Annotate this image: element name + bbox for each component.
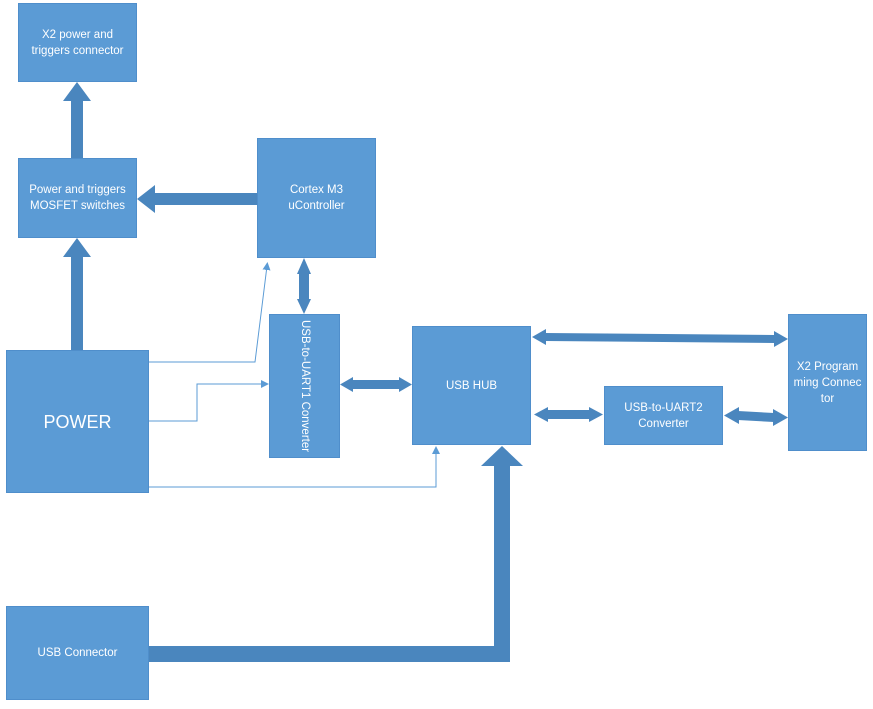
mosfet-switches-label: Power and triggers MOSFET switches [29,184,126,212]
usb-to-uart1-converter-label: USB-to-UART1 Converter [299,319,311,453]
x2-power-triggers-connector-label: X2 power and triggers connector [31,28,124,57]
usb-connector-block: USB Connector [6,606,149,700]
power-label: POWER [43,411,112,432]
x2-programming-connector-label: X2 Programming Connector [793,360,862,405]
cortex-m3-ucontroller-block: Cortex M3 uController [257,138,376,258]
usb-to-uart2-converter-block: USB-to-UART2 Converter [604,386,723,445]
arrow-power-to-mosfet [63,238,91,350]
power-line-to-uart1 [149,380,269,422]
usb-to-uart2-converter-label: USB-to-UART2 Converter [624,401,703,430]
usb-hub-block: USB HUB [412,326,531,445]
arrow-cortex-to-mosfet [137,185,257,213]
arrow-uart1-hub [340,377,412,392]
usb-connector-label: USB Connector [37,647,118,659]
arrow-cortex-uart1 [297,258,311,314]
power-line-to-hub [149,446,440,488]
arrow-uart2-x2-programming [724,407,788,426]
usb-to-uart1-converter-block: USB-to-UART1 Converter [269,314,340,458]
arrow-hub-x2-programming [532,329,788,347]
cortex-m3-ucontroller-label: Cortex M3 uController [288,184,345,212]
power-line-to-cortex [149,262,271,363]
arrow-usb-connector-to-hub [149,446,523,662]
mosfet-switches-block: Power and triggers MOSFET switches [18,158,137,238]
x2-programming-connector-block: X2 Programming Connector [788,314,867,451]
usb-hub-label: USB HUB [445,379,498,392]
arrow-mosfet-to-x2-connector [63,82,91,158]
power-block: POWER [6,350,149,493]
arrow-hub-uart2 [534,407,603,422]
x2-power-triggers-connector-block: X2 power and triggers connector [18,3,137,82]
